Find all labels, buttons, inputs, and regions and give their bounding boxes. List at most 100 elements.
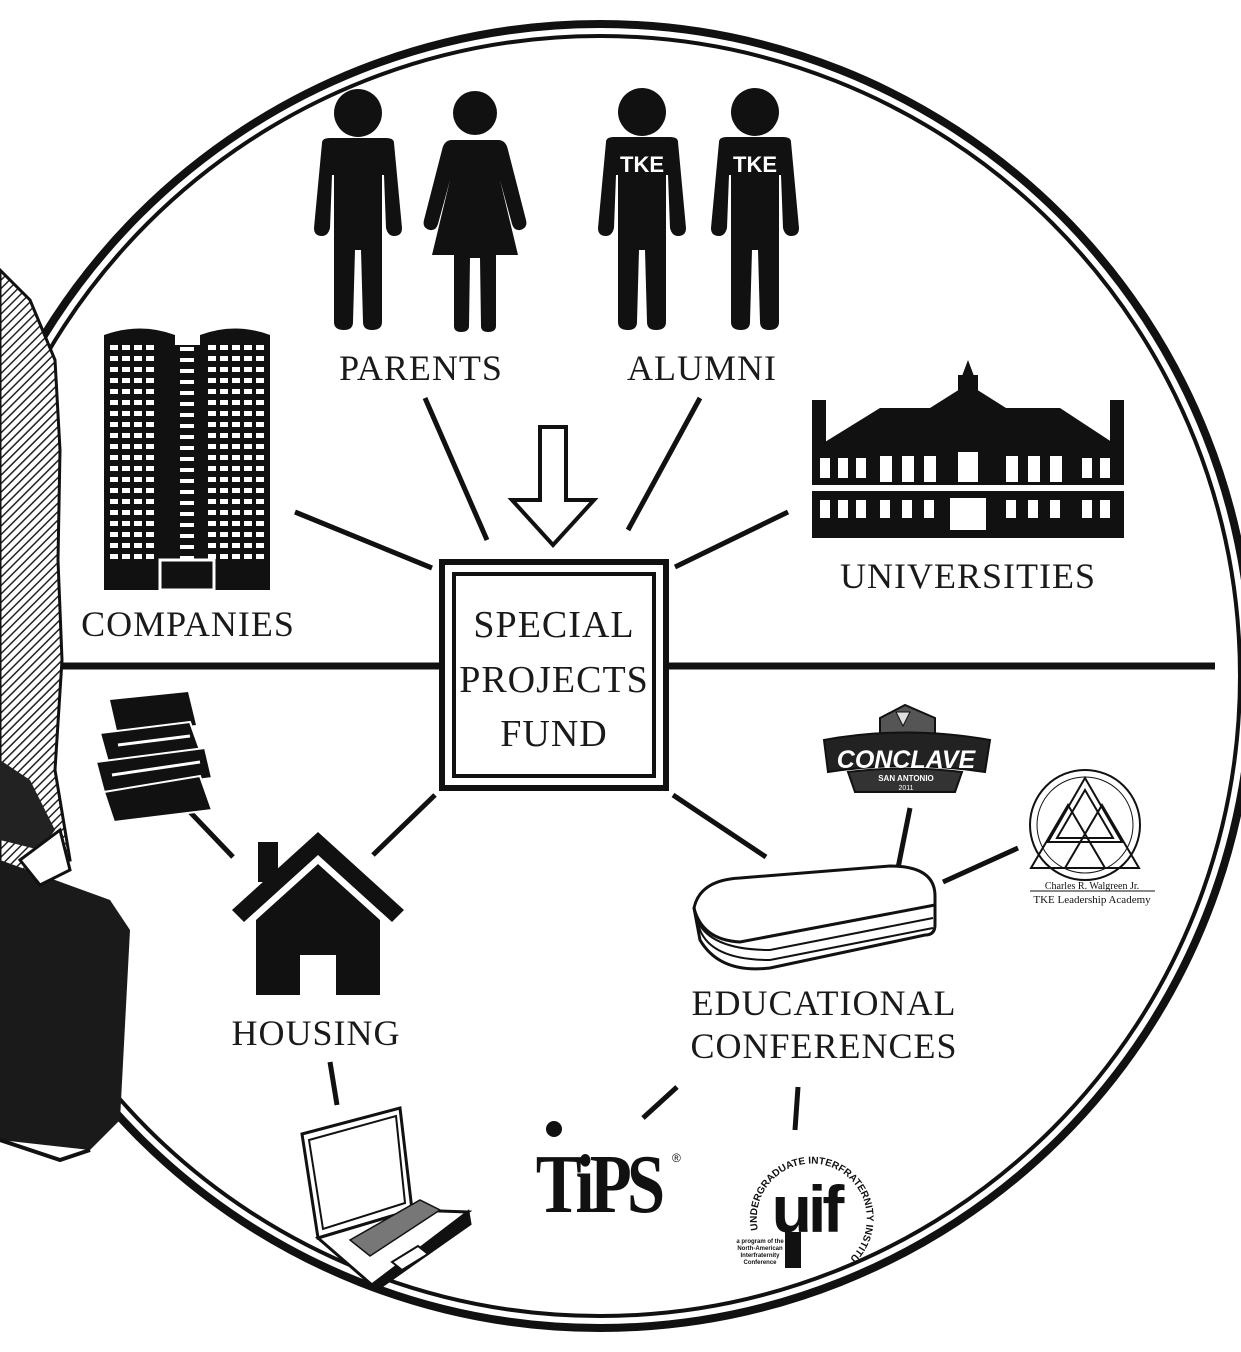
building-window <box>134 378 142 383</box>
university-window <box>1050 500 1060 518</box>
university-window <box>820 500 830 518</box>
building-window <box>134 444 142 449</box>
building-window <box>146 477 154 482</box>
building-window <box>256 356 264 361</box>
building-window <box>146 554 154 559</box>
building-window <box>232 466 240 471</box>
building-window <box>208 400 216 405</box>
leadership-academy-logo: Charles R. Walgreen Jr. TKE Leadership A… <box>1029 769 1155 906</box>
building-window <box>110 389 118 394</box>
building-window <box>180 369 194 373</box>
building-window <box>220 488 228 493</box>
university-window <box>1028 500 1038 518</box>
building-window <box>122 488 130 493</box>
building-window <box>122 444 130 449</box>
building-window <box>110 422 118 427</box>
alumni-man-2-icon <box>711 88 799 330</box>
building-window <box>208 521 216 526</box>
man-icon <box>314 89 402 330</box>
building-window <box>256 510 264 515</box>
building-window <box>180 446 194 450</box>
building-window <box>146 455 154 460</box>
alumni-man-1-icon <box>598 88 686 330</box>
university-window <box>856 500 866 518</box>
building-window <box>220 389 228 394</box>
uifi-tag-line3: Interfraternity <box>740 1253 780 1259</box>
building-window <box>232 499 240 504</box>
building-window <box>256 488 264 493</box>
building-window <box>220 356 228 361</box>
conclave-logo: CONCLAVE SAN ANTONIO 2011 <box>822 703 992 793</box>
building-window <box>208 499 216 504</box>
special-projects-fund-box: SPECIAL PROJECTS FUND <box>439 559 669 791</box>
building-window <box>256 367 264 372</box>
woman-icon <box>423 91 527 332</box>
building-window <box>220 543 228 548</box>
university-window <box>1100 458 1110 478</box>
building-window <box>134 510 142 515</box>
university-entrance <box>950 498 986 530</box>
building-window <box>122 455 130 460</box>
building-window <box>232 554 240 559</box>
building-window <box>146 356 154 361</box>
building-window <box>208 356 216 361</box>
building-window <box>110 455 118 460</box>
building-window <box>134 532 142 537</box>
building-window <box>244 411 252 416</box>
building-window <box>256 422 264 427</box>
skyscraper-icon <box>104 328 270 592</box>
building-window <box>134 521 142 526</box>
building-window <box>134 499 142 504</box>
building-window <box>146 345 154 350</box>
university-window <box>1028 456 1040 482</box>
building-window <box>180 358 194 362</box>
building-window <box>122 389 130 394</box>
building-window <box>180 468 194 472</box>
building-window <box>180 435 194 439</box>
uifi-tag-line4: Conference <box>743 1260 777 1266</box>
building-window <box>256 345 264 350</box>
businessman-illustration <box>0 267 130 1163</box>
building-window <box>208 422 216 427</box>
building-window <box>134 554 142 559</box>
building-window <box>180 512 194 516</box>
building-window <box>134 345 142 350</box>
building-window <box>220 378 228 383</box>
building-window <box>180 523 194 527</box>
building-window <box>256 543 264 548</box>
conclave-logo-text: CONCLAVE <box>837 746 977 774</box>
center-label-line2: PROJECTS <box>459 659 649 701</box>
tips-logo: TiPS ® <box>536 1121 681 1231</box>
building-window <box>244 400 252 405</box>
building-window <box>220 466 228 471</box>
building-window <box>232 433 240 438</box>
building-window <box>244 389 252 394</box>
building-window <box>110 532 118 537</box>
alumni-2-shirt-text: TKE <box>733 152 777 177</box>
building-window <box>208 477 216 482</box>
building-window <box>134 433 142 438</box>
building-window <box>208 466 216 471</box>
building-window <box>208 378 216 383</box>
alumni-1-shirt-text: TKE <box>620 152 664 177</box>
building-window <box>110 521 118 526</box>
building-window <box>244 488 252 493</box>
building-window <box>146 499 154 504</box>
alumni-label: ALUMNI <box>627 348 777 388</box>
building-window <box>134 367 142 372</box>
building-window <box>208 433 216 438</box>
building-window <box>122 433 130 438</box>
building-window <box>256 411 264 416</box>
building-window <box>180 556 194 560</box>
building-window <box>110 400 118 405</box>
conclave-year-text: 2011 <box>898 785 913 792</box>
building-window <box>208 543 216 548</box>
building-window <box>232 543 240 548</box>
university-window <box>902 500 912 518</box>
building-window <box>146 532 154 537</box>
building-window <box>244 367 252 372</box>
building-window <box>122 422 130 427</box>
building-window <box>146 510 154 515</box>
university-window <box>880 500 890 518</box>
building-window <box>244 356 252 361</box>
